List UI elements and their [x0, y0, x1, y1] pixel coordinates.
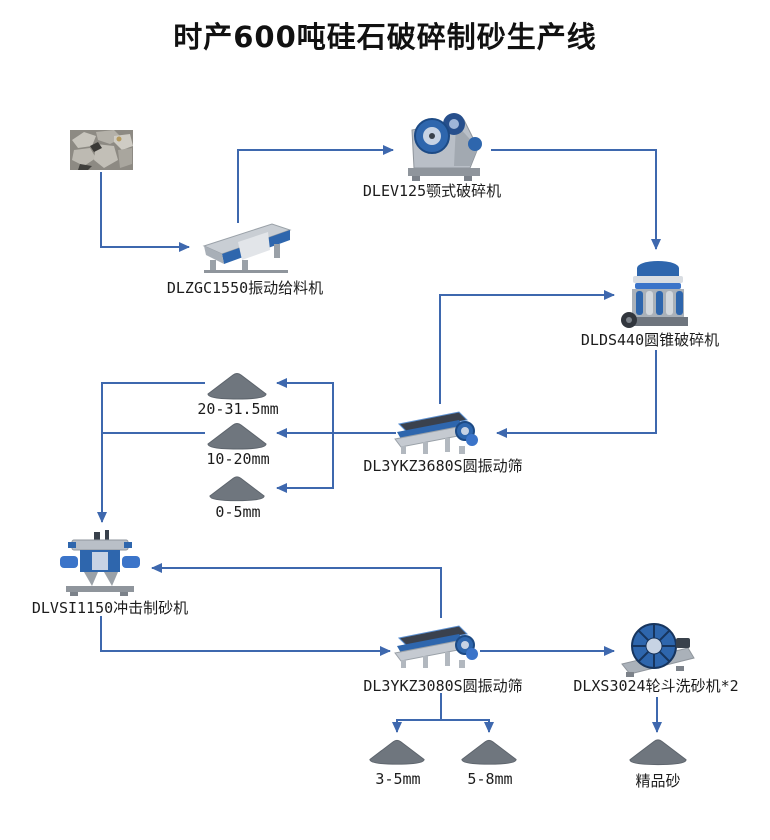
cone-crusher-label: DLDS440圆锥破碎机 — [580, 331, 720, 349]
sand-maker-label: DLVSI1150冲击制砂机 — [31, 599, 189, 617]
flow-arrow-pile20-to-sandmaker — [97, 382, 205, 523]
cone-crusher-icon — [621, 261, 688, 328]
flow-arrow-screen1-to-pile20 — [276, 378, 396, 434]
stockpile-icon — [207, 423, 267, 450]
jaw-crusher-icon — [408, 113, 482, 181]
sand-washer-label: DLXS3024轮斗洗砂机*2 — [573, 677, 739, 695]
flow-arrow-rock-to-feeder — [100, 172, 190, 252]
flow-arrow-screen2-to-pile58 — [441, 719, 494, 733]
screen2-label: DL3YKZ3080S圆振动筛 — [363, 677, 523, 695]
flow-arrow-screen2-to-pile35 — [392, 693, 442, 733]
stockpile-icon — [461, 739, 517, 765]
stockpile-icon — [369, 739, 425, 765]
flow-arrow-cone-to-screen1 — [496, 350, 657, 438]
page-title: 时产600吨硅石破碎制砂生产线 — [173, 20, 597, 54]
vibrating-feeder-icon — [202, 223, 292, 273]
product-label-20-31-5: 20-31.5mm — [197, 400, 279, 418]
stockpile-icon — [207, 373, 267, 400]
product-label-0-5: 0-5mm — [215, 503, 261, 521]
product-label-10-20: 10-20mm — [206, 450, 270, 468]
product-label-fine-sand: 精品砂 — [635, 772, 681, 790]
vibrating-screen-icon — [394, 625, 478, 668]
sand-maker-icon — [60, 530, 140, 596]
stockpile-icon — [209, 476, 265, 502]
flow-arrow-jaw-to-cone — [491, 149, 661, 250]
feeder-label: DLZGC1550振动给料机 — [166, 279, 324, 297]
stockpile-icon — [629, 739, 687, 766]
flow-arrow-screen1-to-pile05 — [276, 433, 334, 493]
flow-arrow-screen2-to-sandmaker — [151, 563, 442, 618]
product-label-5-8: 5-8mm — [467, 770, 513, 788]
jaw-crusher-label: DLEV125颚式破碎机 — [362, 182, 502, 200]
raw-material-image — [70, 130, 133, 170]
product-label-3-5: 3-5mm — [375, 770, 421, 788]
vibrating-screen-icon — [394, 411, 478, 454]
screen1-label: DL3YKZ3680S圆振动筛 — [363, 457, 523, 475]
flow-arrow-sandmaker-to-screen2 — [100, 616, 391, 656]
sand-washer-icon — [621, 623, 695, 677]
